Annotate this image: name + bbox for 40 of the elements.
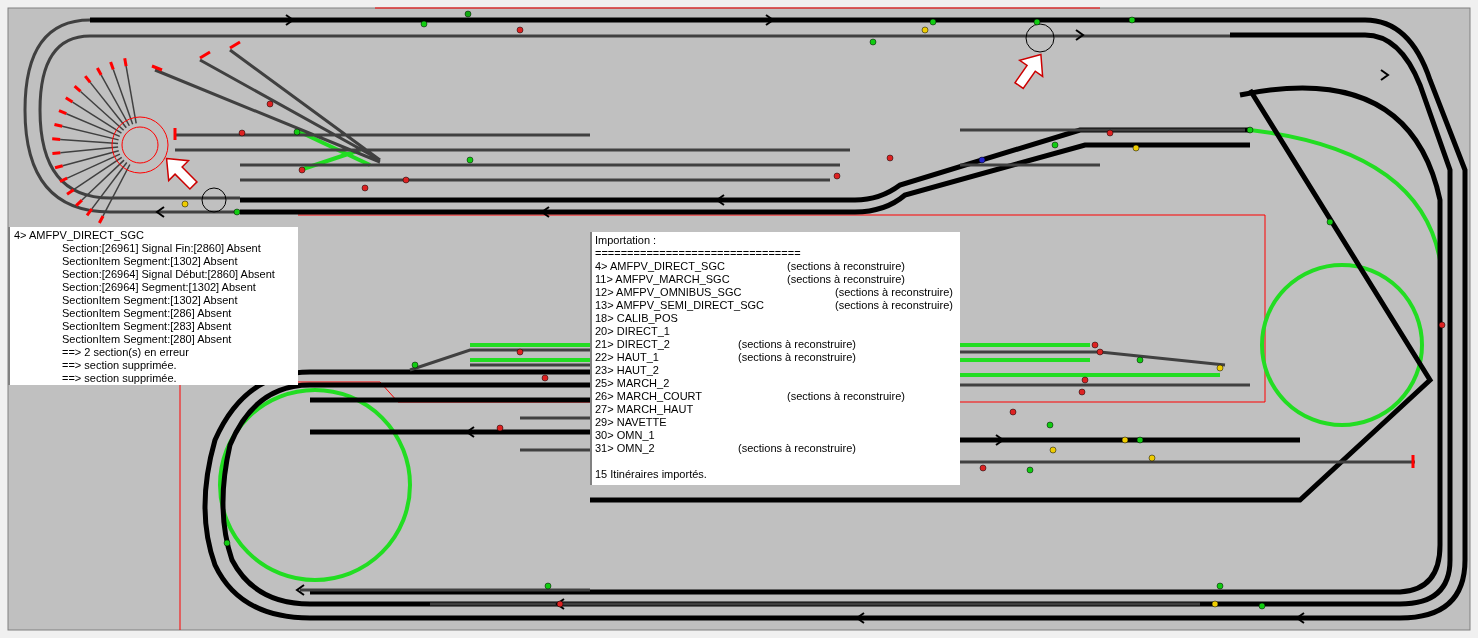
status-text: (sections à reconstruire): [835, 286, 953, 299]
status-text: (sections à reconstruire): [787, 273, 905, 286]
log-line: 21> DIRECT_2: [595, 338, 670, 351]
log-line: 23> HAUT_2: [595, 364, 659, 377]
log-line: 25> MARCH_2: [595, 377, 670, 390]
log-line: 30> OMN_1: [595, 429, 655, 442]
log-line: 18> CALIB_POS: [595, 312, 678, 325]
status-text: (sections à reconstruire): [738, 351, 856, 364]
import-log-panel: [590, 232, 960, 485]
log-line: 4> AMFPV_DIRECT_SGC: [595, 260, 725, 273]
log-line: 31> OMN_2: [595, 442, 655, 455]
log-line: Section:[26964] Signal Début:[2860] Absent: [62, 268, 275, 281]
log-line: SectionItem Segment:[1302] Absent: [62, 255, 238, 268]
separator-text: ================================: [595, 247, 801, 260]
status-text: (sections à reconstruire): [835, 299, 953, 312]
log-line: SectionItem Segment:[1302] Absent: [62, 294, 238, 307]
log-line: 27> MARCH_HAUT: [595, 403, 694, 416]
log-line: ==> section supprimée.: [62, 359, 177, 372]
log-line: SectionItem Segment:[283] Absent: [62, 320, 232, 333]
log-line: 13> AMFPV_SEMI_DIRECT_SGC: [595, 299, 765, 312]
log-line: 20> DIRECT_1: [595, 325, 670, 338]
log-line: 15 Itinéraires importés.: [595, 468, 707, 481]
log-line: 4> AMFPV_DIRECT_SGC: [14, 229, 144, 242]
status-text: (sections à reconstruire): [738, 442, 856, 455]
log-line: 12> AMFPV_OMNIBUS_SGC: [595, 286, 742, 299]
log-line: 26> MARCH_COURT: [595, 390, 703, 403]
log-line: SectionItem Segment:[286] Absent: [62, 307, 232, 320]
log-line: Section:[26964] Segment:[1302] Absent: [62, 281, 256, 294]
error-log-panel: [8, 227, 298, 385]
status-text: (sections à reconstruire): [787, 260, 905, 273]
log-line: Importation :: [595, 234, 657, 247]
log-line: 22> HAUT_1: [595, 351, 659, 364]
log-line: SectionItem Segment:[280] Absent: [62, 333, 232, 346]
log-line: Section:[26961] Signal Fin:[2860] Absent: [62, 242, 261, 255]
log-line: ==> section supprimée.: [62, 372, 177, 385]
status-text: (sections à reconstruire): [787, 390, 905, 403]
log-line: 29> NAVETTE: [595, 416, 667, 429]
log-line: 11> AMFPV_MARCH_SGC: [595, 273, 730, 286]
log-line: ==> 2 section(s) en erreur: [62, 346, 189, 359]
status-text: (sections à reconstruire): [738, 338, 856, 351]
